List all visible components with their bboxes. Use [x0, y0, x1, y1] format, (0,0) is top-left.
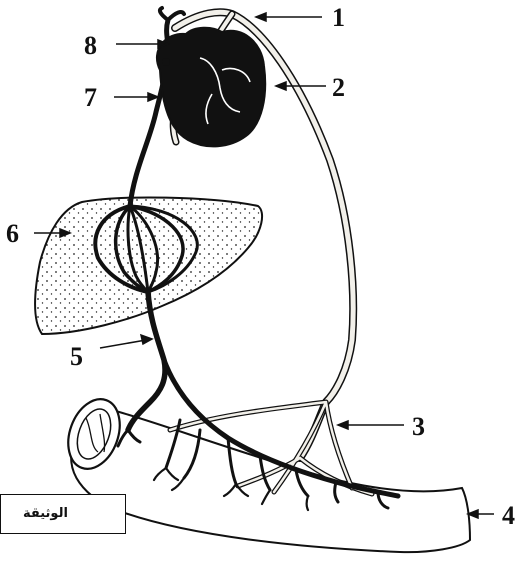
- label-8: 8: [84, 31, 97, 60]
- label-5: 5: [70, 342, 83, 371]
- label-2: 2: [332, 73, 345, 102]
- label-7: 7: [84, 83, 97, 112]
- document-label: الوثيقة: [0, 494, 126, 534]
- label-1: 1: [332, 3, 345, 32]
- label-3: 3: [412, 412, 425, 441]
- label-4: 4: [502, 501, 515, 530]
- label-6: 6: [6, 219, 19, 248]
